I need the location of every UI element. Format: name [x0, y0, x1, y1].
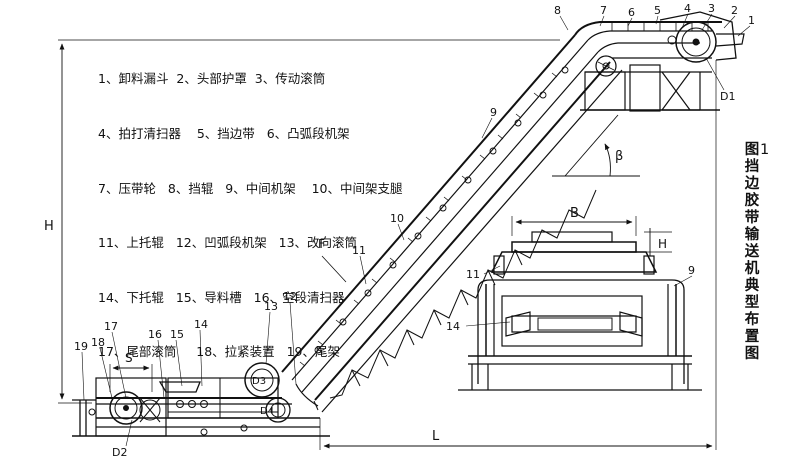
callout-2: 2: [731, 4, 738, 17]
legend-line-1: 1、卸料漏斗 2、头部护罩 3、传动滚筒: [98, 71, 326, 87]
callout-19: 19: [74, 340, 88, 353]
label-h-small: H: [658, 237, 667, 251]
callout-17: 17: [104, 320, 118, 333]
callout-6: 6: [628, 6, 635, 19]
callout-9-section: 9: [688, 264, 695, 277]
title-char: 带: [744, 210, 760, 226]
incline-angle: [552, 114, 640, 177]
dimension-l: [319, 60, 717, 450]
title-char: 布: [744, 312, 760, 328]
callout-4: 4: [684, 2, 691, 15]
label-f: F: [318, 237, 325, 251]
label-b: B: [570, 206, 579, 221]
label-d2: D2: [112, 446, 127, 459]
label-d1: D1: [720, 90, 735, 103]
label-l: L: [432, 429, 440, 444]
component-legend: 1、卸料漏斗 2、头部护罩 3、传动滚筒 4、拍打清扫器 5、挡边带 6、凸弧段…: [98, 34, 403, 380]
callout-11-section: 11: [466, 268, 480, 281]
legend-line-5: 14、下托辊 15、导料槽 16、空段清扫器: [98, 289, 345, 305]
callout-1: 1: [748, 14, 755, 27]
callout-9: 9: [490, 106, 497, 119]
title-char: 输: [744, 227, 760, 243]
inclined-frame: [281, 34, 623, 413]
head-section: [574, 11, 745, 112]
dimension-s: [109, 364, 153, 392]
callout-5: 5: [654, 4, 661, 17]
callout-7: 7: [600, 4, 607, 17]
direction-arrow: [321, 255, 347, 283]
callout-14: 14: [194, 318, 208, 331]
callout-leaders: [81, 13, 751, 447]
cross-section: [458, 216, 702, 391]
label-d4: D4: [260, 406, 274, 417]
callout-14-section: 14: [446, 320, 460, 333]
callout-18: 18: [91, 336, 105, 349]
callout-10: 10: [390, 212, 404, 225]
legend-line-6: 17、尾部滚筒 18、拉紧装置 19、尾架: [98, 344, 341, 360]
title-char: 置: [744, 329, 760, 345]
legend-line-2: 4、拍打清扫器 5、挡边带 6、凸弧段机架: [98, 126, 350, 141]
title-char: 图: [744, 346, 760, 362]
label-s: S: [125, 351, 133, 365]
legend-line-3: 7、压带轮 8、挡辊 9、中间机架 10、中间架支腿: [98, 180, 403, 196]
callout-16: 16: [148, 328, 162, 341]
label-h: H: [44, 219, 54, 234]
title-char: 边: [744, 176, 760, 192]
callout-13: 13: [264, 300, 278, 313]
callout-3: 3: [708, 2, 715, 15]
callout-15: 15: [170, 328, 184, 341]
legend-line-4: 11、上托辊 12、凹弧段机架 13、改向滚筒: [98, 235, 358, 251]
tail-section: [72, 362, 330, 437]
title-char: 型: [744, 295, 760, 311]
dimension-h: [58, 39, 560, 404]
callout-12: 12: [283, 290, 297, 303]
label-d3: D3: [252, 376, 266, 387]
title-char: 图: [744, 142, 760, 158]
label-beta: β: [615, 149, 623, 164]
title-char: 送: [744, 244, 760, 260]
callout-11: 11: [352, 244, 366, 257]
title-char: 挡: [744, 159, 760, 175]
title-char: 机: [744, 261, 760, 277]
title-char: 典: [744, 278, 760, 294]
title-char: 胶: [744, 193, 760, 209]
callout-8: 8: [554, 4, 561, 17]
